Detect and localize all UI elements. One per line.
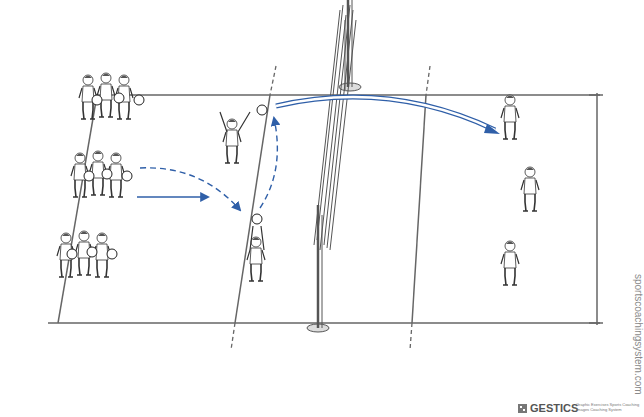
- logo-tagline: Graphic Exercises Sports Coaching: [576, 403, 639, 407]
- logo-tagline: Images Coaching System: [576, 408, 622, 412]
- logo-text: GESTICS: [530, 403, 578, 414]
- watermark: sportscoachingsystem.com: [633, 274, 643, 395]
- logo-mark: [518, 404, 527, 413]
